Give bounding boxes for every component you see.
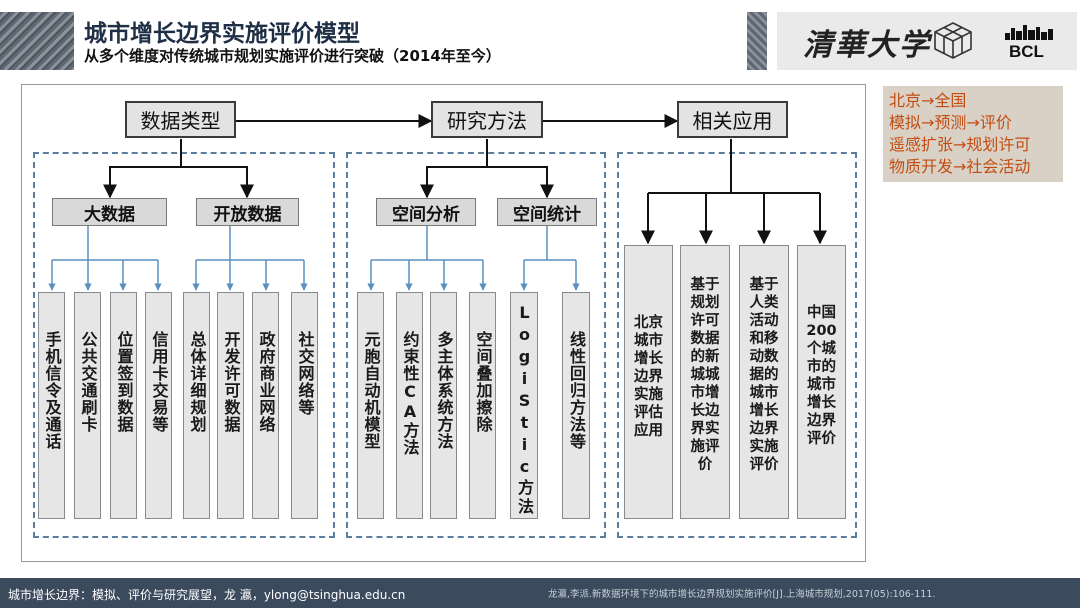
app-planning-permit: 基于规划许可数据的新城城市增长边界实施评价: [680, 245, 730, 519]
cube-logo-icon: [934, 22, 972, 59]
applications-group: [617, 152, 857, 538]
note-line: 北京→全国: [889, 91, 967, 110]
notes-box: 北京→全国 模拟→预测→评价 遥感扩张→规划许可 物质开发→社会活动: [883, 86, 1063, 182]
note-line: 模拟→预测→评价: [889, 113, 1012, 132]
footer-bar: 城市增长边界：模拟、评价与研究展望，龙 瀛，ylong@tsinghua.edu…: [0, 578, 1080, 608]
leaf-constrained-ca: 约束性CA方法: [396, 292, 423, 519]
leaf-social-network: 社交网络等: [291, 292, 318, 519]
header-photo-right: [747, 12, 767, 70]
node-data-types: 数据类型: [125, 101, 236, 138]
leaf-transit-card: 公共交通刷卡: [74, 292, 101, 519]
note-line: 遥感扩张→规划许可: [889, 135, 1031, 154]
page-subtitle: 从多个维度对传统城市规划实施评价进行突破（2014年至今）: [84, 47, 501, 65]
leaf-cellular-automata: 元胞自动机模型: [357, 292, 384, 519]
tsinghua-logo: 清華大学: [803, 28, 931, 63]
header-photo-left: [0, 12, 74, 70]
leaf-multi-agent: 多主体系统方法: [430, 292, 457, 519]
leaf-spatial-overlay: 空间叠加擦除: [469, 292, 496, 519]
node-applications: 相关应用: [677, 101, 788, 138]
logo-panel: 清華大学 BCL: [777, 12, 1077, 70]
leaf-credit-card: 信用卡交易等: [145, 292, 172, 519]
node-open-data: 开放数据: [196, 198, 299, 226]
leaf-master-plan: 总体详细规划: [183, 292, 210, 519]
app-human-activity: 基于人类活动和移动数据的城市增长边界实施评价: [739, 245, 789, 519]
skyline-icon: [1005, 25, 1053, 40]
bcl-logo: BCL: [1003, 20, 1057, 64]
leaf-linear-regression: 线性回归方法等: [562, 292, 590, 519]
leaf-development-permit: 开发许可数据: [217, 292, 244, 519]
leaf-location-checkin: 位置签到数据: [110, 292, 137, 519]
note-line: 物质开发→社会活动: [889, 157, 1031, 176]
footer-citation: 龙瀛,李派.新数据环境下的城市增长边界规划实施评价[J].上海城市规划,2017…: [548, 589, 936, 600]
page-title: 城市增长边界实施评价模型: [84, 21, 360, 47]
node-spatial-statistics: 空间统计: [497, 198, 597, 226]
leaf-logistic: LogiStic方法: [510, 292, 538, 519]
node-spatial-analysis: 空间分析: [376, 198, 476, 226]
app-beijing-ugb: 北京城市增长边界实施评估应用: [624, 245, 673, 519]
footer-author: 城市增长边界：模拟、评价与研究展望，龙 瀛，ylong@tsinghua.edu…: [8, 588, 406, 602]
leaf-government-business: 政府商业网络: [252, 292, 279, 519]
node-big-data: 大数据: [52, 198, 167, 226]
data-types-group: [33, 152, 335, 538]
leaf-mobile-signaling: 手机信令及通话: [38, 292, 65, 519]
node-research-methods: 研究方法: [431, 101, 543, 138]
